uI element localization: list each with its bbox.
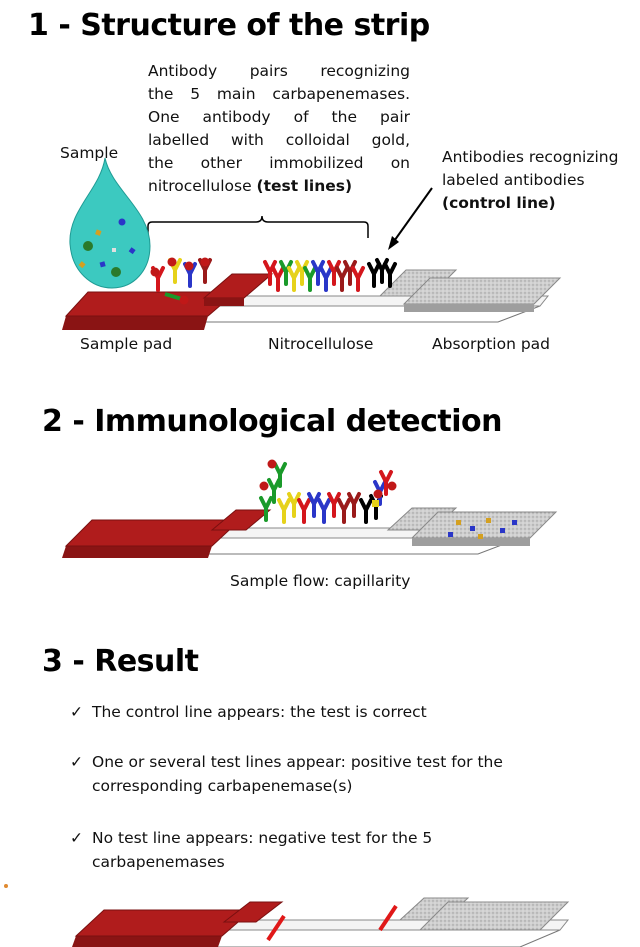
antibody-pairs-line-4: labelled with colloidal gold, xyxy=(148,131,410,149)
result-text-cont: carbapenemases xyxy=(92,853,225,871)
flow-label: Sample flow: capillarity xyxy=(230,572,411,590)
result-text: One or several test lines appear: positi… xyxy=(92,753,503,771)
section-title-result: 3 - Result xyxy=(42,644,199,679)
antibody-pairs-line-3: One antibody of the pair xyxy=(148,108,410,126)
sample-pad xyxy=(72,901,284,947)
gold-labelled-antibodies xyxy=(150,257,212,305)
absorption-pad xyxy=(398,897,570,931)
dot-mark xyxy=(4,884,8,888)
result-item-negative: ✓ No test line appears: negative test for… xyxy=(70,826,432,874)
sample-pad xyxy=(62,273,274,330)
sample-pad xyxy=(62,509,272,558)
antibody-pairs-last: nitrocellulose xyxy=(148,177,257,195)
result-item-positive: ✓ One or several test lines appear: posit… xyxy=(70,750,503,798)
antibody-pairs-line-1: Antibody pairs recognizing xyxy=(148,62,410,80)
antibody-pairs-line-2: the 5 main carbapenemases. xyxy=(148,85,410,103)
bound-antibodies xyxy=(259,459,397,524)
absorption-pad xyxy=(386,507,558,546)
check-icon: ✓ xyxy=(70,753,83,771)
strip-3 xyxy=(72,897,570,947)
sample-pad-label: Sample pad xyxy=(80,335,173,353)
nitrocellulose-label: Nitrocellulose xyxy=(268,335,374,353)
antibody-pairs-line-6: nitrocellulose (test lines) xyxy=(148,175,410,198)
result-text: The control line appears: the test is co… xyxy=(92,703,427,721)
result-item-control: ✓ The control line appears: the test is c… xyxy=(70,700,427,724)
section-title-detection: 2 - Immunological detection xyxy=(42,404,503,439)
strip-2 xyxy=(62,459,558,558)
result-text: No test line appears: negative test for … xyxy=(92,829,433,847)
control-line-antibodies xyxy=(367,258,397,288)
bracket xyxy=(147,215,369,238)
antibody-pairs-line-5: the other immobilized on xyxy=(148,154,410,172)
absorption-pad xyxy=(378,269,562,312)
check-icon: ✓ xyxy=(70,829,83,847)
section-title-structure: 1 - Structure of the strip xyxy=(28,8,430,43)
strip-1 xyxy=(62,157,562,330)
control-line-1: Antibodies recognizing xyxy=(442,148,619,166)
control-line-description: Antibodies recognizing labeled antibodie… xyxy=(442,146,640,215)
check-icon: ✓ xyxy=(70,703,83,721)
test-line-result xyxy=(266,914,286,942)
control-line-2: labeled antibodies xyxy=(442,171,585,189)
control-line-result xyxy=(378,904,398,932)
test-lines xyxy=(263,260,365,292)
sample-label: Sample xyxy=(60,144,119,162)
test-lines-label: (test lines) xyxy=(256,177,353,195)
control-arrow xyxy=(391,187,433,245)
antibody-pairs-description: Antibody pairs recognizing the 5 main ca… xyxy=(148,60,410,198)
control-line-3: (control line) xyxy=(442,194,556,212)
sample-drop xyxy=(69,157,151,289)
result-text-cont: corresponding carbapenemase(s) xyxy=(92,777,353,795)
absorption-pad-label: Absorption pad xyxy=(432,335,551,353)
